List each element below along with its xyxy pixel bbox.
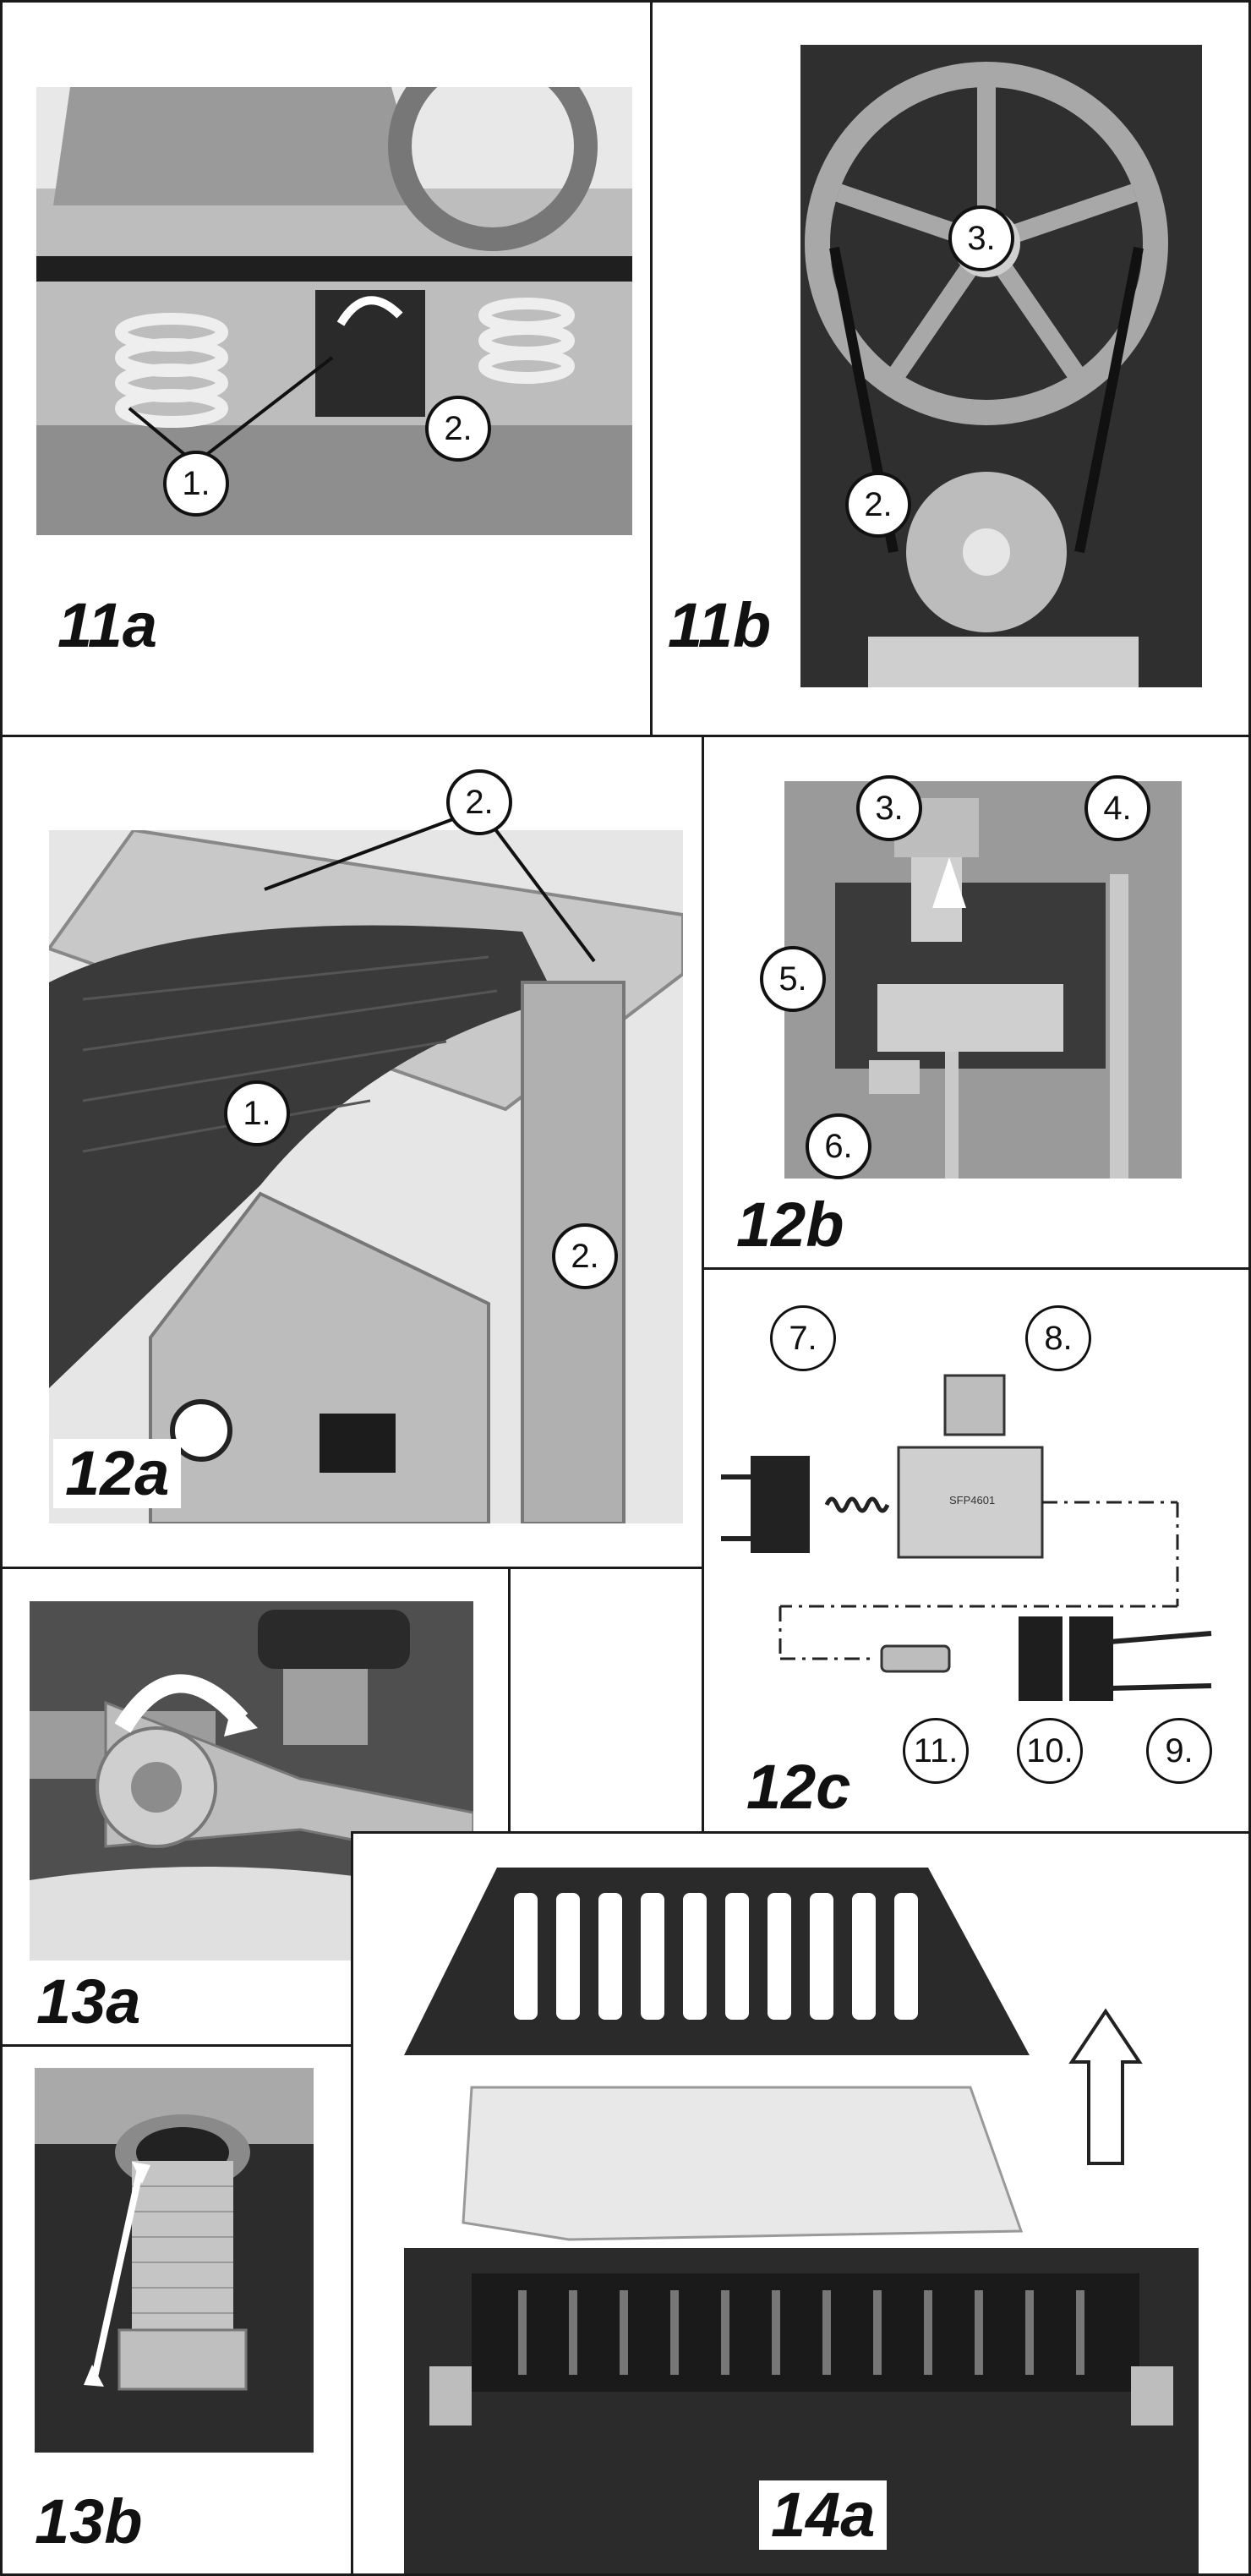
filter-strainer-illustration <box>35 2068 314 2453</box>
callout-11b-2: 2. <box>845 472 911 538</box>
callout-12a-2-side: 2. <box>552 1223 618 1289</box>
callout-12b-4: 4. <box>1084 775 1150 841</box>
callout-12b-5: 5. <box>760 946 826 1012</box>
caption-12b: 12b <box>736 1190 844 1260</box>
callout-12c-10: 10. <box>1017 1718 1083 1784</box>
figure-14a: 14a <box>351 1831 1251 2576</box>
photo-compressor-springs <box>36 87 632 535</box>
callout-11a-2: 2. <box>425 396 491 462</box>
caption-12c: 12c <box>746 1752 851 1822</box>
caption-11a: 11a <box>57 590 157 660</box>
compressor-springs-illustration <box>36 87 632 535</box>
callout-11b-3: 3. <box>948 205 1014 271</box>
wrench-illustration <box>30 1601 473 1961</box>
figure-11a: 1. 2. 11a <box>0 0 653 737</box>
callout-12a-1: 1. <box>224 1080 290 1146</box>
photo-valve-block <box>784 781 1182 1179</box>
figure-12b: 3. 4. 5. 6. 12b <box>702 735 1251 1270</box>
pulley-belt-illustration <box>800 45 1202 687</box>
figure-13b: 13b <box>0 2044 353 2576</box>
photo-pulley-belt <box>800 45 1202 687</box>
callout-12a-2-top: 2. <box>446 769 512 835</box>
part-label-sfp4601: SFP4601 <box>949 1494 996 1507</box>
callout-12c-7: 7. <box>770 1305 836 1371</box>
valve-block-illustration <box>784 781 1182 1179</box>
figure-12c: SFP4601 7. 8. 11. 10. 9. 12c <box>702 1267 1251 1834</box>
callout-11a-1: 1. <box>163 451 229 517</box>
figure-12a: 2. 1. 2. 12a <box>0 735 704 1569</box>
photo-filter-strainer <box>35 2068 314 2453</box>
photo-rubber-mat-cabinet <box>49 830 683 1523</box>
callout-12c-11: 11. <box>903 1718 969 1784</box>
caption-13b: 13b <box>35 2486 143 2557</box>
callout-12c-8: 8. <box>1025 1305 1091 1371</box>
callout-12b-6: 6. <box>806 1113 871 1179</box>
callout-12c-9: 9. <box>1146 1718 1212 1784</box>
figure-11b: 3. 2. 11b <box>650 0 1251 737</box>
callout-12b-3: 3. <box>856 775 922 841</box>
caption-11b: 11b <box>668 590 772 660</box>
drip-tray-exploded-illustration <box>404 1868 1199 2573</box>
rubber-mat-illustration <box>49 830 683 1523</box>
caption-13a: 13a <box>36 1966 141 2037</box>
caption-14a: 14a <box>759 2480 888 2550</box>
caption-12a: 12a <box>53 1439 182 1508</box>
